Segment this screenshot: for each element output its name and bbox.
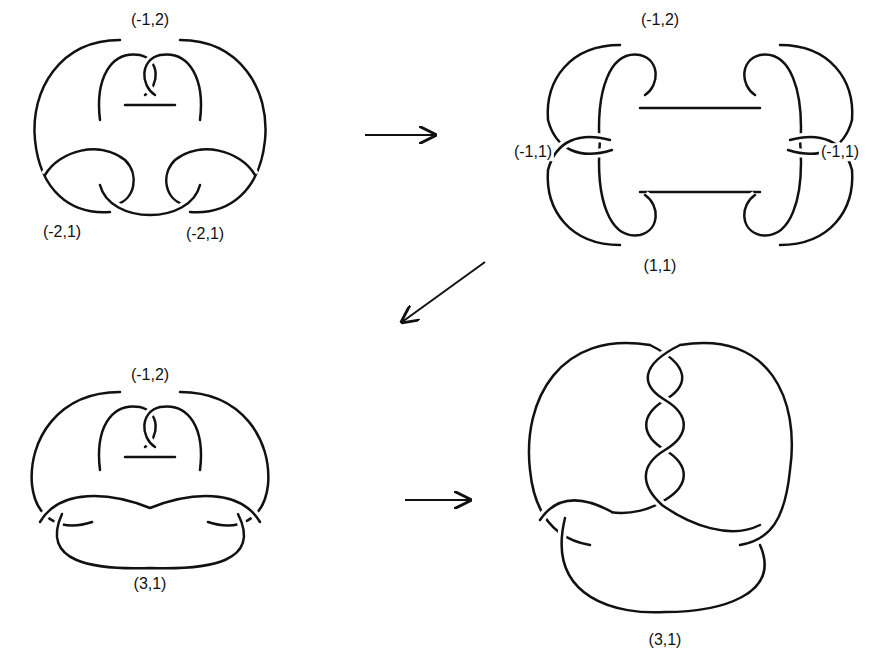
tangle-label: (-1,2): [129, 11, 171, 29]
crossing-gap: [144, 54, 201, 120]
crossing-gap: [562, 518, 765, 612]
knot-strand: [540, 500, 612, 520]
knot-strand: [32, 392, 120, 525]
knot-strand: [680, 343, 792, 545]
crossing-gap: [32, 392, 120, 525]
tangle-label: (3,1): [647, 631, 684, 649]
crossing-gap: [548, 137, 610, 170]
knot-strand: [144, 54, 201, 120]
crossing-gap: [125, 101, 175, 110]
tangle-label: (3,1): [132, 575, 169, 593]
knot-strand: [57, 514, 244, 568]
tangle-label: (-2,1): [184, 225, 226, 243]
tangle-label: (-1,1): [512, 143, 554, 161]
knot-strand: [640, 191, 760, 194]
crossing-gap: [540, 500, 612, 520]
crossing-gap: [166, 149, 255, 205]
knot-strand: [180, 392, 268, 525]
crossing-gap: [45, 149, 134, 205]
knot-strand: [640, 107, 760, 110]
knot-strand: [45, 149, 134, 205]
tangle-label: (-1,2): [129, 366, 171, 384]
crossing-gap: [40, 496, 260, 522]
step-arrows: [365, 135, 485, 500]
knot-strand: [40, 496, 260, 522]
crossing-gap: [57, 514, 244, 568]
crossing-gap: [640, 104, 760, 113]
knot-strand: [125, 104, 175, 107]
crossing-gap: [680, 343, 792, 545]
crossing-gap: [125, 453, 175, 462]
knot-strand: [125, 456, 175, 459]
knot-strand: [646, 345, 760, 531]
crossing-gap: [646, 345, 760, 531]
crossing-gap: [640, 188, 760, 197]
tangle-label: (-1,2): [639, 11, 681, 29]
knot-strand: [166, 149, 255, 205]
tangle-label: (-1,1): [819, 143, 861, 161]
tangle-label: (1,1): [642, 257, 679, 275]
crossing-gap: [180, 392, 268, 525]
knot-strand: [562, 518, 765, 612]
crossing-gap: [100, 185, 200, 215]
knot-strand: [100, 185, 200, 215]
knot-strand: [548, 137, 610, 170]
tangle-label: (-2,1): [41, 223, 83, 241]
